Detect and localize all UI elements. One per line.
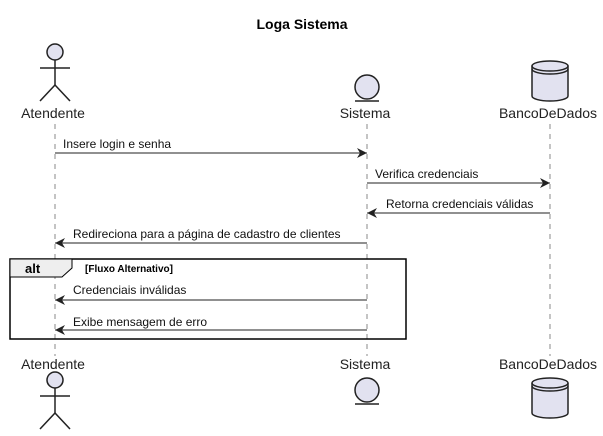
participant-bancodedados-bottom: BancoDeDados (499, 356, 597, 419)
participant-label-sistema: Sistema (340, 105, 391, 121)
participant-label-bancodedados: BancoDeDados (499, 356, 597, 372)
message-label: Exibe mensagem de erro (73, 315, 207, 329)
entity-icon (354, 74, 380, 102)
alt-fragment: alt [Fluxo Alternativo] (9, 258, 407, 340)
alt-keyword: alt (25, 261, 41, 276)
entity-icon (354, 377, 380, 405)
database-icon (531, 60, 569, 102)
participant-label-atendente: Atendente (21, 105, 85, 121)
participant-label-atendente: Atendente (21, 356, 85, 372)
message-label: Redireciona para a página de cadastro de… (73, 227, 341, 241)
message-label: Insere login e senha (63, 137, 171, 151)
alt-tab (9, 258, 73, 278)
alt-frame (9, 258, 407, 340)
participant-bancodedados-top: BancoDeDados (499, 60, 597, 121)
participant-label-sistema: Sistema (340, 356, 391, 372)
participant-sistema-top: Sistema (340, 74, 391, 121)
participant-atendente-bottom: Atendente (21, 356, 85, 430)
database-icon (531, 377, 569, 419)
participant-sistema-bottom: Sistema (340, 356, 391, 405)
participant-label-bancodedados: BancoDeDados (499, 105, 597, 121)
diagram-title: Loga Sistema (256, 16, 347, 32)
participant-atendente-top: Atendente (21, 43, 85, 121)
actor-icon (39, 43, 71, 102)
message-label: Retorna credenciais válidas (386, 197, 533, 211)
message-label: Credenciais inválidas (73, 283, 186, 297)
alt-guard: [Fluxo Alternativo] (85, 264, 173, 275)
message-label: Verifica credenciais (375, 167, 478, 181)
actor-icon (39, 371, 71, 430)
